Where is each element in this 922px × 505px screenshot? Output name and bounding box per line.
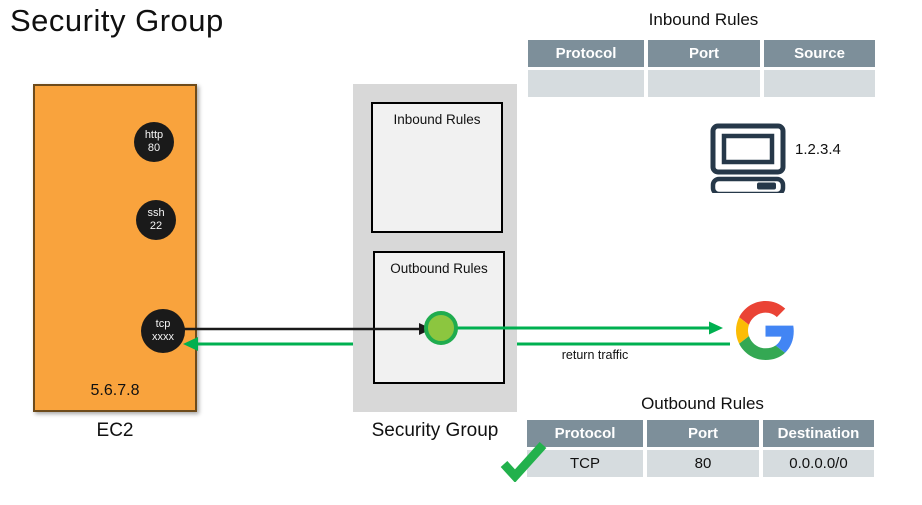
security-group-container: Inbound Rules Outbound Rules [353, 84, 517, 412]
port-name: ssh [147, 206, 165, 219]
port-name: http [144, 128, 164, 141]
inbound-rules-table-title: Inbound Rules [648, 10, 759, 29]
inbound-cell-port [648, 70, 760, 97]
sg-outbound-rules-label: Outbound Rules [390, 261, 488, 276]
inbound-header-protocol: Protocol [528, 40, 644, 67]
outbound-rules-table-title: Outbound Rules [641, 394, 764, 413]
sg-inbound-rules-label: Inbound Rules [393, 112, 481, 127]
port-tcp-ephemeral: tcp xxxx [141, 309, 185, 353]
inbound-cell-protocol [528, 70, 644, 97]
outbound-header-destination: Destination [763, 420, 874, 447]
inbound-rules-table: Protocol Port Source [528, 40, 875, 97]
port-http-80: http 80 [134, 122, 174, 162]
google-logo-icon [736, 301, 794, 360]
client-ip-address: 1.2.3.4 [795, 141, 841, 158]
ec2-ip-address: 5.6.7.8 [90, 382, 140, 399]
port-number: xxxx [152, 331, 174, 343]
outbound-cell-protocol: TCP [527, 450, 643, 477]
port-name: tcp [155, 317, 171, 330]
computer-icon [710, 123, 786, 193]
allowed-rule-node-icon [424, 311, 458, 345]
port-ssh-22: ssh 22 [136, 200, 176, 240]
outbound-header-port: Port [647, 420, 759, 447]
inbound-header-source: Source [764, 40, 875, 67]
outbound-cell-port: 80 [647, 450, 759, 477]
return-traffic-label: return traffic [561, 348, 629, 362]
inbound-cell-source [764, 70, 875, 97]
ec2-label: EC2 [96, 420, 134, 441]
green-checkmark-icon [500, 442, 547, 482]
outbound-rules-table: Protocol Port Destination TCP 80 0.0.0.0… [527, 420, 874, 477]
inbound-header-port: Port [648, 40, 760, 67]
sg-inbound-rules-box: Inbound Rules [371, 102, 503, 233]
outbound-cell-destination: 0.0.0.0/0 [763, 450, 874, 477]
outbound-header-protocol: Protocol [527, 420, 643, 447]
page-title: Security Group [10, 3, 224, 38]
port-number: 22 [149, 220, 163, 232]
port-number: 80 [147, 142, 161, 154]
security-group-label: Security Group [371, 420, 499, 441]
ec2-instance-box: http 80 ssh 22 tcp xxxx 5.6.7.8 [33, 84, 197, 412]
